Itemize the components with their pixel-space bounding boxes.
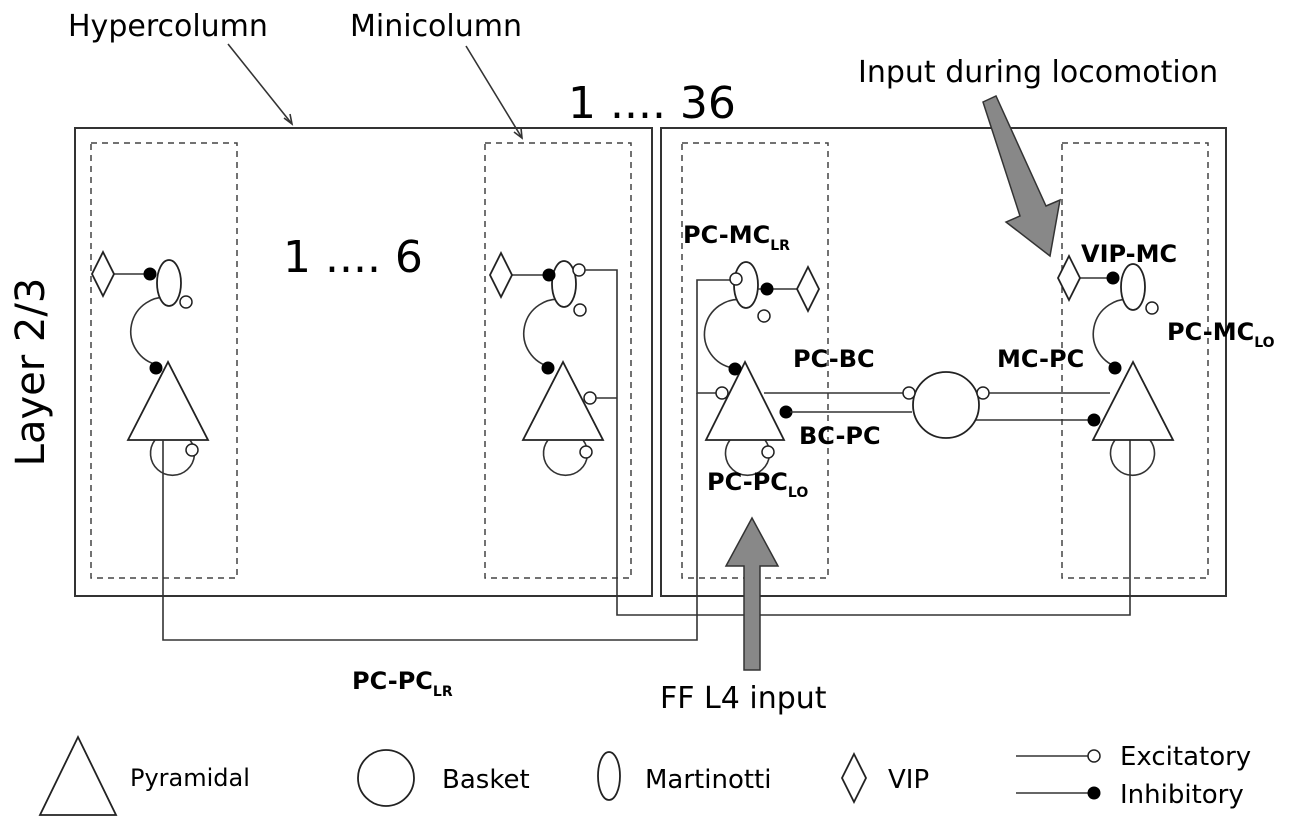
- minicolumn-6: [484, 142, 632, 579]
- pc-pc-lr-label: PC-PCLR: [352, 667, 453, 700]
- inhibitory-synapse-1a: [143, 267, 157, 281]
- excitatory-synapse-bc-a: [902, 386, 916, 400]
- inhibitory-synapse-6a: [542, 268, 556, 282]
- excitatory-synapse-6c: [583, 391, 597, 405]
- locomotion-input-arrow: [982, 95, 1061, 258]
- inhibitory-synapse-bb: [1108, 361, 1122, 375]
- martinotti-cell-6: [551, 260, 577, 308]
- vip-cell-6: [488, 250, 514, 300]
- pc-pc-loop-b: [1109, 439, 1156, 477]
- excitatory-synapse-ab: [757, 309, 771, 323]
- pyramidal-cell-b: [1091, 360, 1175, 441]
- pc-mc-loop-b: [1092, 298, 1136, 369]
- bc-pc-label: BC-PC: [799, 422, 881, 450]
- pc-pc-loop-6: [542, 439, 589, 477]
- vip-cell-a: [795, 264, 821, 314]
- inhibitory-synapse-1b: [149, 361, 163, 375]
- mc-pc-label: MC-PC: [997, 345, 1084, 373]
- legend-basket-label: Basket: [442, 765, 530, 795]
- excitatory-synapse-1b: [185, 443, 199, 457]
- minicolumn-label: Minicolumn: [350, 9, 522, 44]
- legend-excitatory-icon: [1087, 749, 1101, 763]
- martinotti-cell-1: [156, 259, 182, 307]
- pc-mc-lo-label: PC-MCLO: [1167, 318, 1275, 351]
- martinotti-cell-b: [1120, 263, 1146, 311]
- excitatory-synapse-aa: [729, 272, 743, 286]
- ff-input-arrow: [724, 516, 780, 671]
- pyramidal-cell-1: [126, 360, 210, 441]
- minicolumn-1: [90, 142, 238, 579]
- excitatory-synapse-6b: [573, 303, 587, 317]
- pc-mc-loop-1: [129, 296, 173, 366]
- locomotion-input-label: Input during locomotion: [858, 55, 1218, 90]
- inhibitory-synapse-bc: [1087, 413, 1101, 427]
- excitatory-synapse-ac: [715, 386, 729, 400]
- legend-pyramidal-icon: [38, 734, 118, 816]
- minicolumn-pointer-head: [513, 127, 523, 140]
- minicolumn-b-cells: [1056, 253, 1175, 477]
- pc-mc-loop-6: [522, 298, 566, 368]
- minicolumn-a-cells: [696, 261, 821, 477]
- hypercolumn-frame-right: [660, 127, 1227, 597]
- legend-basket-icon: [357, 749, 415, 807]
- pc-mc-loop-a: [703, 298, 746, 369]
- pyramidal-cell-6: [521, 360, 605, 441]
- minicolumn-1-cells: [90, 249, 210, 477]
- legend: Pyramidal Basket Martinotti VIP Excitato…: [38, 734, 1251, 816]
- legend-excitatory-label: Excitatory: [1120, 742, 1251, 772]
- vip-cell-1: [90, 249, 116, 299]
- vip-mc-label: VIP-MC: [1081, 240, 1177, 268]
- pc-mc-lr-label: PC-MCLR: [683, 221, 790, 254]
- long-range-wire-a: [162, 393, 698, 641]
- legend-inhibitory-icon: [1087, 786, 1101, 800]
- hypercolumn-range-label: 1 .... 36: [568, 78, 736, 129]
- inhibitory-synapse-aa: [760, 282, 774, 296]
- excitatory-synapse-1a: [179, 295, 193, 309]
- legend-martinotti-icon: [597, 751, 621, 801]
- minicolumn-b: [1061, 142, 1209, 579]
- hypercolumn-label: Hypercolumn: [68, 9, 268, 44]
- pc-pc-lo-label: PC-PCLO: [707, 468, 808, 501]
- ff-input-label: FF L4 input: [660, 681, 827, 716]
- hypercolumn-pointer: [227, 43, 293, 125]
- excitatory-synapse-ad: [761, 445, 775, 459]
- legend-vip-label: VIP: [888, 765, 929, 795]
- excitatory-synapse-6d: [579, 445, 593, 459]
- inhibitory-synapse-ab: [728, 362, 742, 376]
- minicolumn-range-label: 1 .... 6: [283, 232, 423, 283]
- minicolumn-pointer: [465, 45, 523, 139]
- excitatory-synapse-6a: [572, 263, 586, 277]
- excitatory-synapse-bc-b: [976, 386, 990, 400]
- layer-label: Layer 2/3: [8, 278, 54, 467]
- legend-pyramidal-label: Pyramidal: [130, 764, 250, 792]
- long-range-wire-b: [585, 269, 1131, 616]
- vip-cell-b: [1056, 253, 1082, 303]
- excitatory-synapse-ba: [1145, 301, 1159, 315]
- hypercolumn-frame-left: [74, 127, 653, 597]
- pc-mc-lr-wire: [696, 279, 740, 394]
- basket-cell: [912, 371, 980, 439]
- hypercolumn-pointer-head: [283, 113, 294, 126]
- pyramidal-cell-a: [704, 359, 786, 441]
- minicolumn-6-cells: [488, 250, 1131, 616]
- legend-martinotti-label: Martinotti: [645, 765, 771, 795]
- inhibitory-synapse-6b: [541, 361, 555, 375]
- legend-vip-icon: [840, 751, 868, 805]
- legend-inhibitory-label: Inhibitory: [1120, 780, 1244, 810]
- pc-bc-label: PC-BC: [793, 345, 875, 373]
- inhibitory-synapse-ba: [1106, 271, 1120, 285]
